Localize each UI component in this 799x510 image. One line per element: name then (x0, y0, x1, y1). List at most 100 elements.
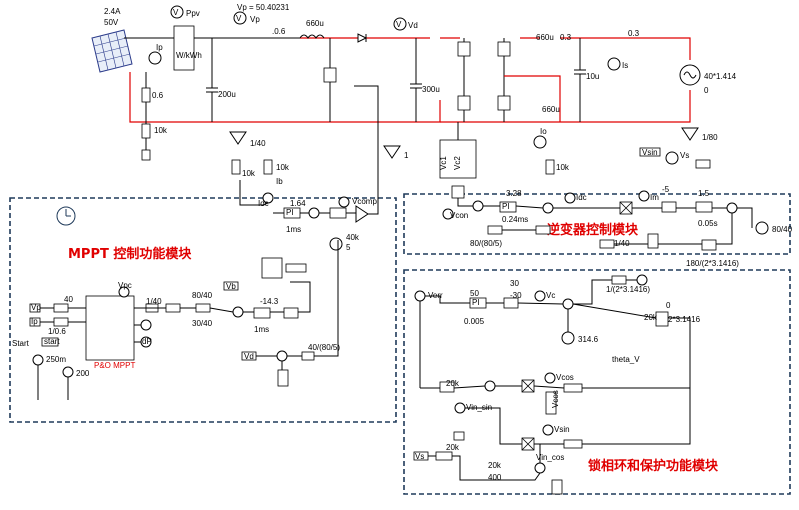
vp-label: Vp (250, 15, 260, 24)
vcos-label: Vcos (556, 373, 574, 382)
po-mppt-block (85, 295, 135, 361)
s005-label: 0.05s (698, 219, 718, 228)
ac-source-phase: 0 (704, 86, 709, 95)
ind660-label-2: 660u (536, 33, 554, 42)
vsin-label: Vsin (554, 425, 570, 434)
start-tag: start (44, 337, 60, 346)
r03-label-1: 0.3 (560, 33, 572, 42)
meter-block-label: W/kWh (176, 51, 202, 60)
c300-label: 300u (422, 85, 440, 94)
gain-16-label: 1/0.6 (48, 327, 66, 336)
gain-2pi-label: 2*3.1416 (668, 315, 701, 324)
vd-label: Vd (408, 21, 418, 30)
v3146-label: 314.6 (578, 335, 599, 344)
theta-v-label: theta_V (612, 355, 640, 364)
im-label: Im (650, 193, 659, 202)
limit-30-label: 30 (510, 279, 519, 288)
vs-label: Vs (680, 151, 689, 160)
k10-label-1: 10k (154, 126, 168, 135)
k10-label-2: 10k (556, 163, 570, 172)
pll-module-frame (403, 269, 791, 495)
ppv-label: Ppv (186, 9, 200, 18)
pi-15-label: 1.5 (698, 189, 710, 198)
k10-label-3: 10k (242, 169, 256, 178)
inverter-module-frame (403, 193, 791, 255)
limit-143-label: -14.3 (260, 297, 279, 306)
ip-in-label: Ip (31, 317, 38, 326)
io-label: Io (540, 127, 547, 136)
svg-text:Vc2: Vc2 (453, 156, 462, 170)
k10-label-4: 10k (276, 163, 290, 172)
mppt-module-frame (9, 197, 397, 423)
start-label-2: Start (12, 339, 30, 348)
gain-1802-label: 180/(2*3.1416) (686, 259, 739, 268)
gain-140-label: 1/40 (250, 139, 266, 148)
ib-label: Ib (276, 177, 283, 186)
zero-label: 0 (666, 301, 671, 310)
svg-text:Vc1: Vc1 (439, 156, 448, 170)
h-bridge (457, 38, 511, 122)
inverter-module-title: 逆变器控制模块 (547, 222, 639, 238)
gain-20k-label-4: 20k (488, 461, 502, 470)
vb-label: Vb (226, 282, 236, 291)
gain-1-label: 1 (404, 151, 409, 160)
svg-text:V: V (236, 14, 242, 23)
gain-4080-label: 40/(80/5) (308, 343, 340, 352)
vc-label: Vc (546, 291, 555, 300)
pi-328-label: 3.28 (506, 189, 522, 198)
vcomp-label: Vcomp (352, 197, 377, 206)
r06-resistor-label: 0.6 (152, 91, 164, 100)
gain-40-label: 40 (64, 295, 73, 304)
ms1-label-2: 1ms (254, 325, 269, 334)
vp-readout: Vp = 50.40231 (237, 3, 290, 12)
const-5-label: 5 (346, 243, 351, 252)
gain-20k-label-2: 20k (446, 379, 460, 388)
r03-label-2: 0.3 (628, 29, 640, 38)
ac-source-amplitude: 40*1.414 (704, 72, 737, 81)
svg-text:V: V (396, 20, 402, 29)
limit-m5-label: -5 (662, 185, 670, 194)
idc-label-1: Idc (258, 199, 269, 208)
pv-panel-icon (91, 29, 133, 73)
vp-in-label: Vp (31, 303, 41, 312)
svg-text:PI: PI (502, 202, 510, 211)
vpc-label: Vpc (118, 281, 132, 290)
pi-164-label: 1.64 (290, 199, 306, 208)
c200-label: 200u (218, 90, 236, 99)
vcos-box-label: Vcos (551, 390, 560, 408)
is-label: Is (622, 61, 628, 70)
gain-8040-label: 80/40 (192, 291, 213, 300)
v200-label: 200 (76, 369, 90, 378)
gain-180-label: 1/80 (702, 133, 718, 142)
vd-in-label: Vd (244, 352, 254, 361)
svg-text:PI: PI (472, 298, 480, 307)
ms1-label-1: 1ms (286, 225, 301, 234)
svg-text:V: V (173, 8, 179, 17)
gain-20k-label-3: 20k (446, 443, 460, 452)
gain-3040-label: 30/40 (192, 319, 213, 328)
c10-label: 10u (586, 72, 599, 81)
r06-label: .0.6 (272, 27, 286, 36)
pll-module-title: 锁相环和保护功能模块 (588, 458, 719, 474)
ip-label: Ip (156, 43, 163, 52)
gain-140b-label: 1/40 (146, 297, 162, 306)
ms024-label: 0.24ms (502, 215, 528, 224)
t250-label: 250m (46, 355, 66, 364)
svg-text:PI: PI (286, 208, 294, 217)
dp-label: dP (142, 337, 152, 346)
pi-50-label: 50 (470, 289, 479, 298)
vs-in-label: Vs (415, 452, 424, 461)
ind660-label-3: 660u (542, 105, 560, 114)
vin-cos-label: Vin_cos (536, 453, 564, 462)
gain-40k-label: 40k (346, 233, 360, 242)
idc-label-2: Idc (576, 193, 587, 202)
gain-80805-label: 80/(80/5) (470, 239, 502, 248)
gain-12pi-label: 1/(2*3.1416) (606, 285, 650, 294)
pv-voltage-label: 50V (104, 18, 119, 27)
ind660-label-1: 660u (306, 19, 324, 28)
po-mppt-label: P&O MPPT (94, 361, 135, 370)
vcon-label: Vcon (450, 211, 468, 220)
pv-current-label: 2.4A (104, 7, 121, 16)
